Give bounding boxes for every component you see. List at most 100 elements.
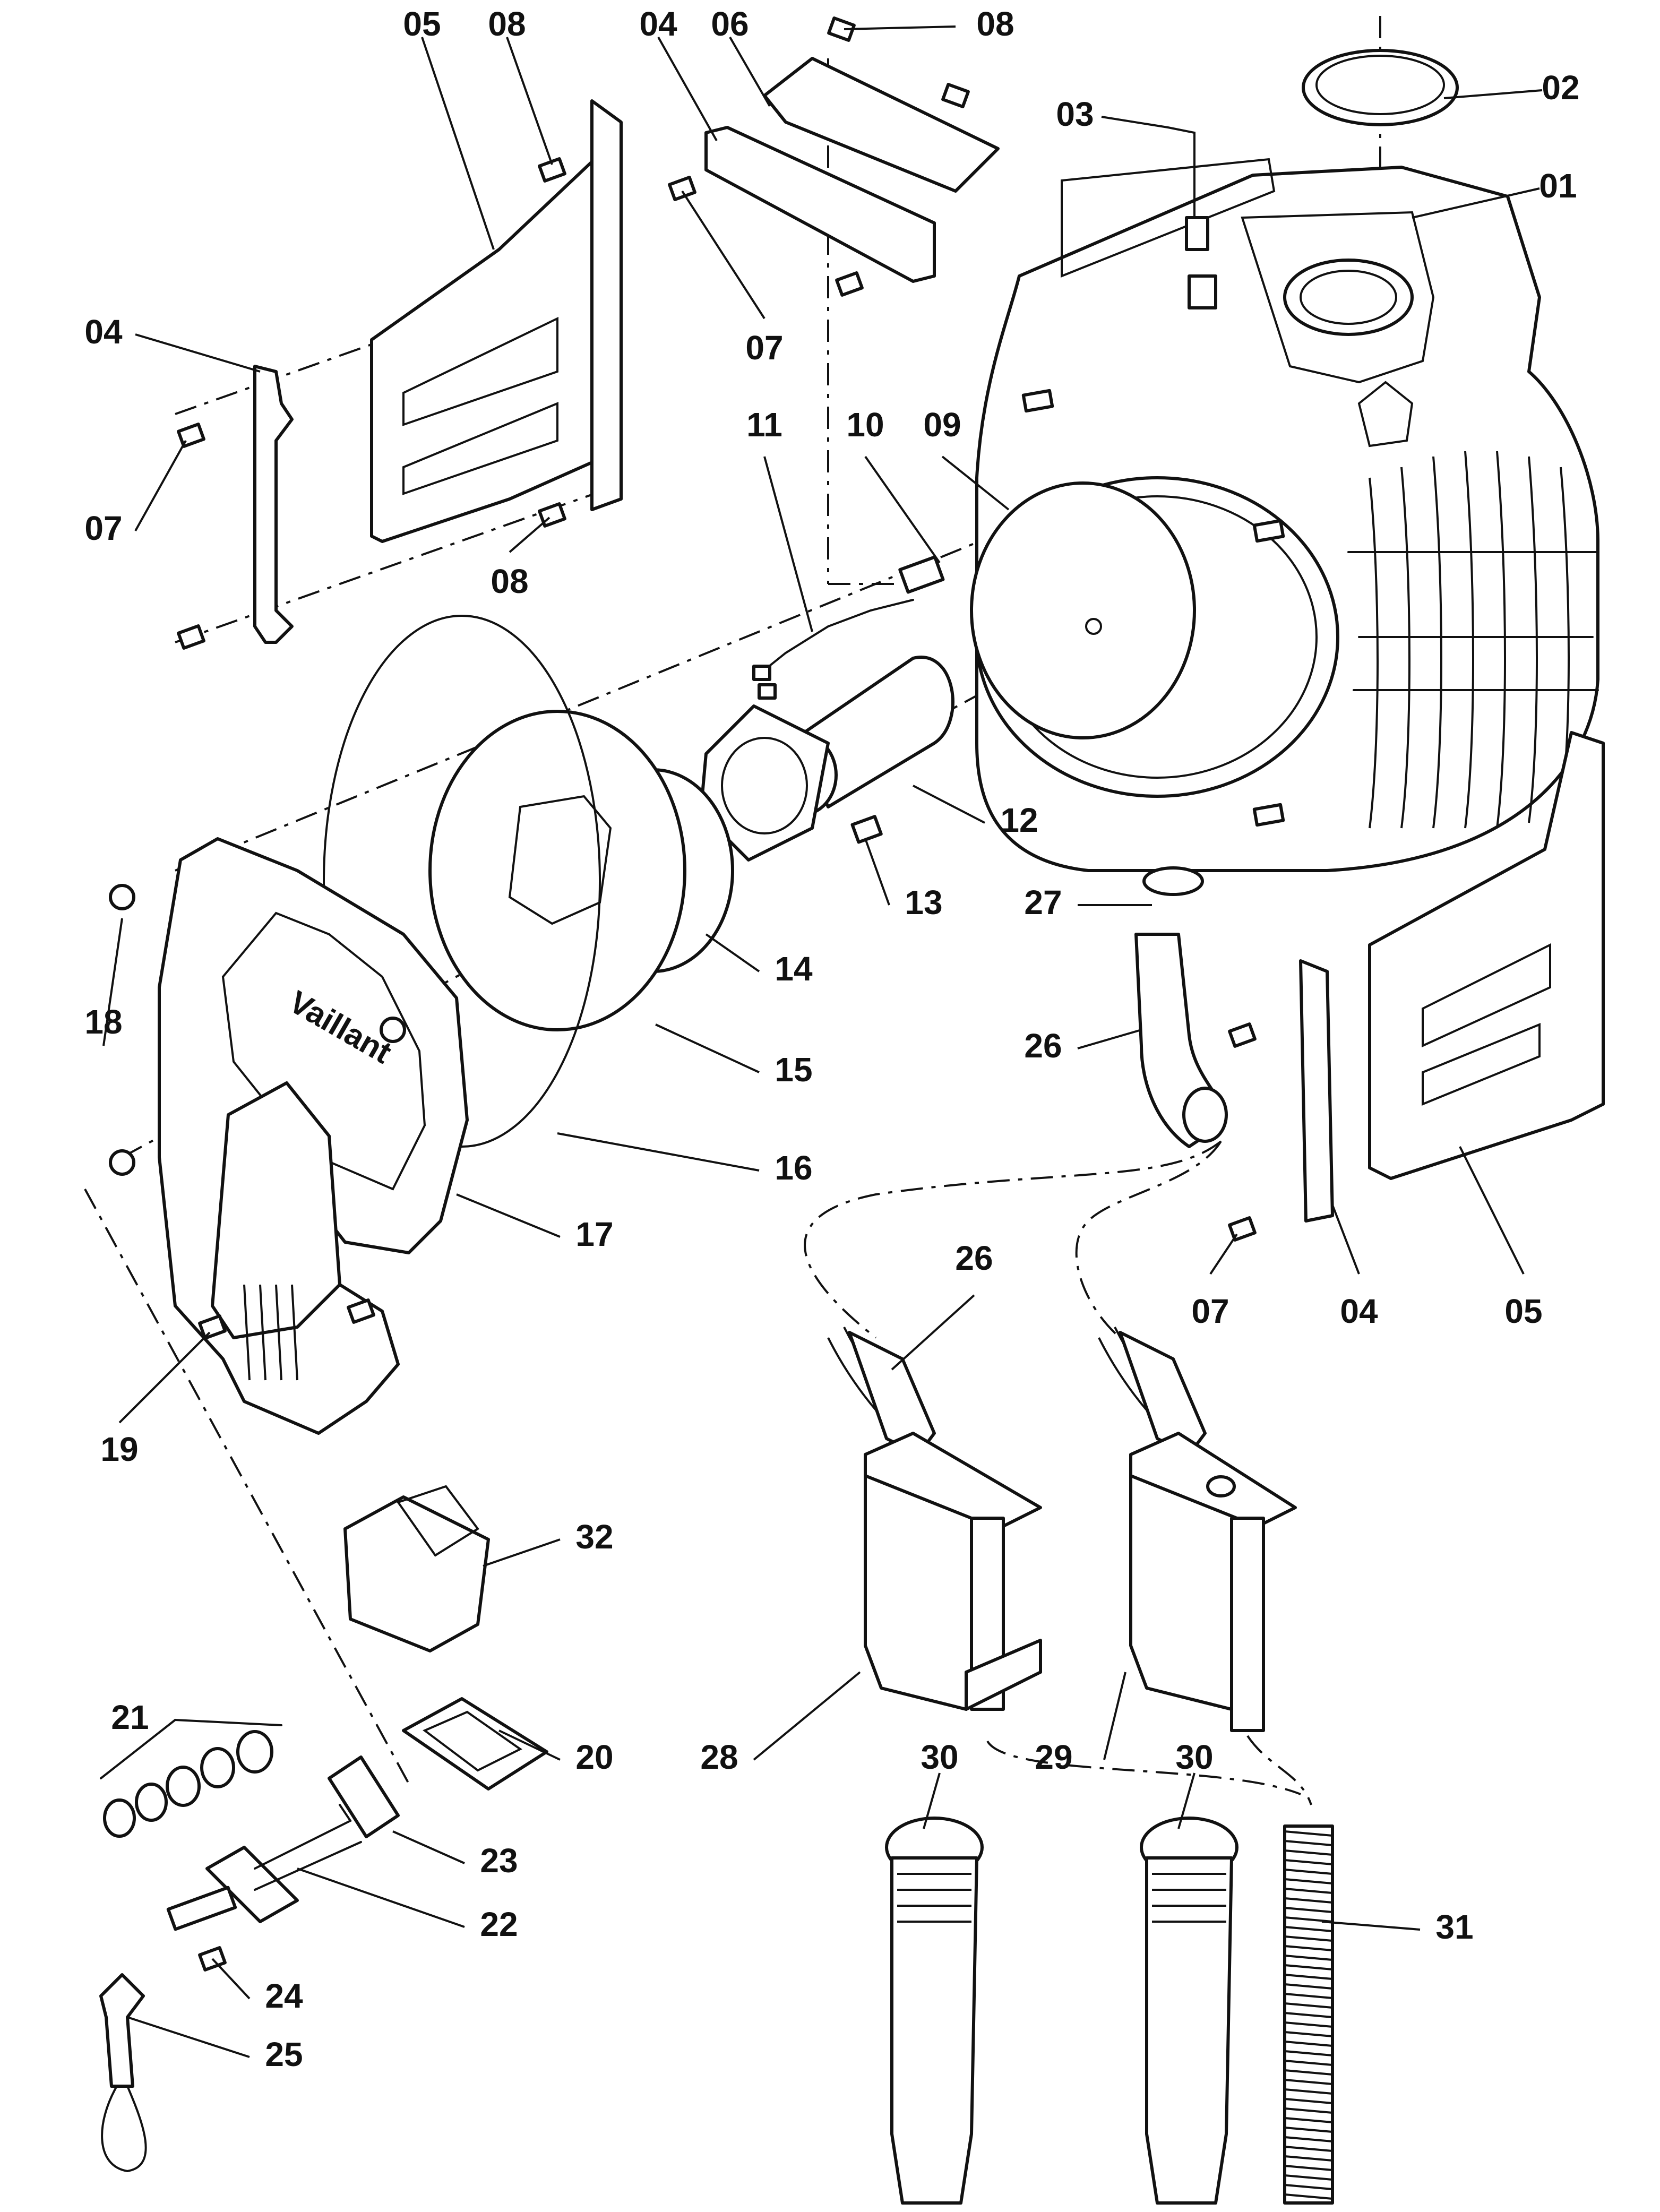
leader-line-28 bbox=[753, 1671, 861, 1761]
burner-screw bbox=[850, 815, 883, 844]
leader-line-07c bbox=[1209, 1233, 1238, 1275]
leader-line-10 bbox=[864, 455, 941, 564]
part-label-06: 06 bbox=[711, 5, 749, 43]
siphon-left bbox=[827, 1327, 1042, 2205]
part-label-21: 21 bbox=[111, 1698, 149, 1736]
leader-line-04a bbox=[135, 333, 261, 373]
ignition-cable bbox=[752, 555, 945, 700]
leader-line-16 bbox=[557, 1132, 760, 1172]
leader-line-06 bbox=[729, 37, 771, 107]
leader-line-01 bbox=[1412, 187, 1540, 219]
part-label-23: 23 bbox=[480, 1841, 518, 1880]
burner-plates bbox=[323, 615, 734, 1148]
part-label-04b: 04 bbox=[639, 5, 677, 43]
leader-line-04b bbox=[657, 37, 718, 141]
leader-line-32 bbox=[483, 1538, 561, 1567]
part-label-30a: 30 bbox=[921, 1738, 958, 1776]
part-label-17: 17 bbox=[575, 1215, 613, 1253]
part-label-08b: 08 bbox=[976, 5, 1014, 43]
leader-line-04c bbox=[1331, 1204, 1360, 1275]
part-label-03: 03 bbox=[1056, 95, 1094, 133]
leader-line-20 bbox=[498, 1729, 561, 1761]
burner-front-cover: Vaillant bbox=[109, 837, 469, 1435]
leader-line-31 bbox=[1321, 1921, 1421, 1931]
sensor-cable bbox=[1167, 126, 1209, 251]
part-label-05a: 05 bbox=[403, 5, 441, 43]
part-label-10: 10 bbox=[846, 406, 884, 444]
leader-line-17 bbox=[456, 1193, 561, 1238]
part-label-16: 16 bbox=[775, 1149, 812, 1187]
part-label-11: 11 bbox=[746, 406, 782, 444]
leader-line-13 bbox=[864, 838, 890, 906]
mounting-strip-left bbox=[253, 365, 294, 644]
part-label-30b: 30 bbox=[1175, 1738, 1213, 1776]
leader-line-30b bbox=[1177, 1772, 1195, 1829]
part-label-08a: 08 bbox=[488, 5, 526, 43]
sight-glass-cover bbox=[343, 1485, 548, 1791]
leader-line-29 bbox=[1103, 1672, 1126, 1760]
leader-line-18 bbox=[102, 918, 123, 1046]
leader-line-08a bbox=[506, 37, 553, 165]
burner-tube bbox=[699, 656, 954, 862]
part-label-04a: 04 bbox=[84, 313, 123, 351]
part-label-01: 01 bbox=[1539, 167, 1577, 205]
part-label-07a: 07 bbox=[84, 509, 122, 547]
leader-line-19 bbox=[118, 1331, 211, 1424]
leader-line-03 bbox=[1101, 116, 1168, 128]
leader-line-15 bbox=[655, 1023, 760, 1073]
part-label-28: 28 bbox=[700, 1738, 738, 1776]
leader-line-08b bbox=[844, 25, 956, 30]
part-label-27: 27 bbox=[1024, 883, 1062, 922]
leader-line-05b bbox=[1459, 1146, 1525, 1275]
sealing-ring bbox=[1302, 49, 1459, 126]
leader-line-23 bbox=[392, 1830, 465, 1864]
mounting-bracket-left bbox=[370, 99, 623, 543]
part-label-05b: 05 bbox=[1504, 1292, 1542, 1330]
part-label-15: 15 bbox=[775, 1051, 812, 1089]
leader-line-26a bbox=[1077, 1029, 1142, 1049]
part-label-08c: 08 bbox=[491, 562, 528, 600]
leader-line-25 bbox=[127, 2016, 250, 2058]
leader-line-11 bbox=[763, 456, 813, 632]
part-label-12: 12 bbox=[1000, 801, 1038, 839]
part-label-25: 25 bbox=[265, 2035, 303, 2073]
part-label-29: 29 bbox=[1035, 1738, 1072, 1776]
part-label-26a: 26 bbox=[1024, 1027, 1062, 1065]
siphon-right bbox=[1098, 1327, 1297, 2205]
leader-line-12 bbox=[913, 785, 985, 824]
part-labels: 01 02 03 04 04 04 05 05 06 07 07 07 08 08 08 09 10 11 12 13… bbox=[84, 5, 1579, 2073]
part-label-04c: 04 bbox=[1340, 1292, 1378, 1330]
part-label-19: 19 bbox=[100, 1430, 138, 1468]
part-label-09: 09 bbox=[923, 406, 961, 444]
part-label-07c: 07 bbox=[1191, 1292, 1229, 1330]
part-label-13: 13 bbox=[905, 883, 942, 922]
leader-line-05a bbox=[421, 37, 495, 250]
leader-line-24 bbox=[211, 1958, 251, 2000]
insulation-disc bbox=[970, 481, 1196, 739]
mounting-bracket-right bbox=[1228, 731, 1605, 1242]
leader-line-02 bbox=[1443, 89, 1543, 99]
drain-hose bbox=[1283, 1824, 1334, 2205]
electrode-assembly bbox=[99, 1719, 400, 2173]
part-label-14: 14 bbox=[775, 950, 813, 988]
leader-line-07b bbox=[681, 190, 766, 320]
part-label-07b: 07 bbox=[745, 329, 783, 367]
leader-line-09 bbox=[941, 455, 1010, 511]
leader-line-14 bbox=[705, 933, 760, 972]
leader-line-07a bbox=[134, 440, 187, 531]
part-label-22: 22 bbox=[480, 1905, 518, 1943]
part-label-18: 18 bbox=[84, 1003, 122, 1041]
part-label-24: 24 bbox=[265, 1977, 303, 2015]
leader-line-30a bbox=[923, 1772, 941, 1829]
condensate-hose-elbow bbox=[1134, 866, 1228, 1148]
part-label-32: 32 bbox=[575, 1518, 613, 1556]
part-label-02: 02 bbox=[1542, 68, 1579, 107]
leader-line-26b bbox=[891, 1294, 975, 1371]
part-label-26b: 26 bbox=[955, 1239, 993, 1277]
part-label-31: 31 bbox=[1435, 1908, 1473, 1946]
leader-line-08c bbox=[509, 517, 551, 553]
leader-line-22 bbox=[297, 1867, 465, 1928]
part-label-20: 20 bbox=[575, 1738, 613, 1776]
top-brackets bbox=[668, 16, 1000, 297]
